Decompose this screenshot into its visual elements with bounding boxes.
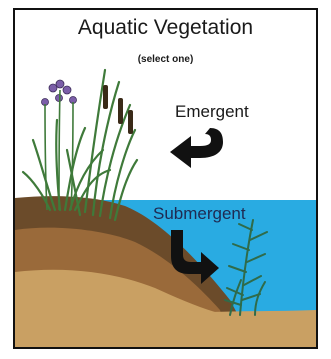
submergent-option-label[interactable]: Submergent [153, 204, 246, 224]
diagram-title: Aquatic Vegetation [15, 16, 316, 40]
emergent-arrow-icon[interactable] [170, 128, 223, 168]
emergent-option-label[interactable]: Emergent [175, 102, 249, 122]
diagram-subtitle: (select one) [15, 54, 316, 65]
diagram-card: Aquatic Vegetation (select one) Emergent… [13, 8, 318, 349]
